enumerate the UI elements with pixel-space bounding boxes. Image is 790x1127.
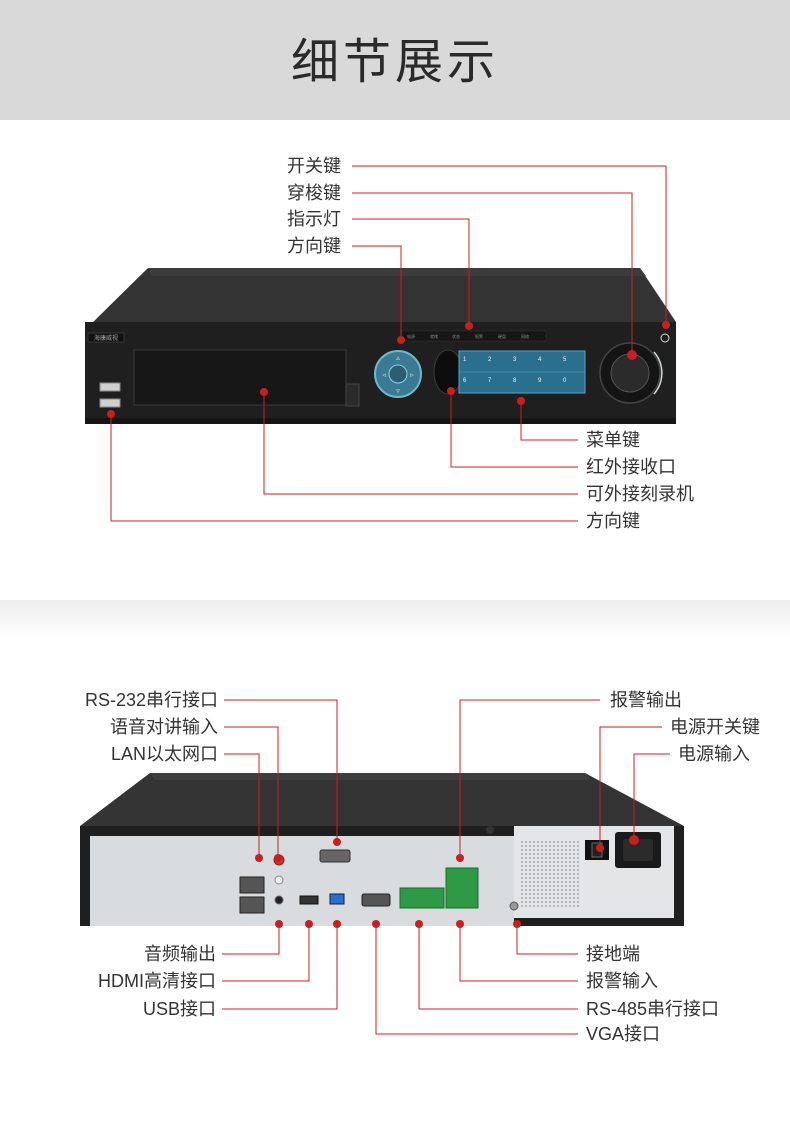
label-lan-port: LAN以太网口 [110, 744, 218, 764]
label-hdmi-port: HDMI高清接口 [98, 971, 216, 991]
label-external-burner: 可外接刻录机 [586, 484, 694, 504]
svg-text:0: 0 [563, 378, 567, 384]
callout-lines [110, 165, 670, 1035]
svg-text:▹: ▹ [410, 372, 414, 379]
svg-text:3: 3 [513, 357, 517, 363]
label-rs232-port: RS-232串行接口 [84, 690, 218, 710]
rear-device-top [80, 773, 684, 826]
dvd-tray [133, 349, 347, 406]
label-power-input: 电源输入 [678, 744, 750, 764]
callout-dots [107, 321, 670, 928]
label-ground: 接地端 [586, 944, 640, 964]
svg-text:▿: ▿ [396, 388, 400, 395]
label-indicator-light: 指示灯 [287, 209, 341, 229]
page-title: 细节展示 [290, 36, 499, 89]
label-alarm-out: 报警输出 [610, 690, 682, 710]
label-vga-port: VGA接口 [586, 1024, 661, 1044]
svg-text:6: 6 [463, 378, 467, 384]
svg-text:电源: 电源 [407, 333, 415, 339]
svg-text:状态: 状态 [452, 333, 460, 339]
front-device: 海康威视 电源 就绪 状态 报警 硬盘 网络 ▵ ▿ ◃ ▹ 1 2 3 4 5 [85, 268, 676, 424]
svg-text:7: 7 [488, 378, 492, 384]
lan-port-2 [239, 876, 265, 894]
svg-text:▵: ▵ [396, 355, 400, 362]
audio-out-jack [274, 895, 284, 905]
label-alarm-in: 报警输入 [586, 971, 658, 991]
logo-badge [87, 332, 125, 343]
label-jog-shuttle-key: 穿梭键 [287, 183, 341, 203]
power-button [660, 333, 670, 343]
svg-text:报警: 报警 [475, 333, 483, 339]
label-audio-talk-in: 语音对讲输入 [110, 717, 218, 737]
usb-connector [329, 893, 345, 905]
label-direction-key: 方向键 [287, 236, 341, 256]
label-power-switch: 电源开关键 [670, 717, 760, 737]
lan-port-1 [239, 896, 265, 914]
header-bar: 细节展示 [0, 0, 790, 120]
usb-port-front-2 [99, 398, 121, 408]
svg-text:9: 9 [538, 378, 542, 384]
rs485-terminal [399, 887, 445, 909]
logo-text: 海康威视 [94, 334, 118, 342]
svg-text:4: 4 [538, 357, 542, 363]
rear-vent [520, 840, 580, 908]
label-power-key: 开关键 [287, 156, 341, 176]
label-audio-out: 音频输出 [144, 944, 216, 964]
label-direction-key-2: 方向键 [586, 511, 640, 531]
keypad-keys: 1 2 3 4 5 6 7 8 9 0 [463, 357, 567, 384]
ground-screw [509, 901, 519, 911]
svg-text:2: 2 [488, 357, 492, 363]
svg-text:8: 8 [513, 378, 517, 384]
label-rs485-port: RS-485串行接口 [586, 999, 720, 1019]
usb-port-front-1 [99, 382, 121, 392]
label-ir-receiver: 红外接收口 [586, 457, 676, 477]
svg-text:硬盘: 硬盘 [498, 333, 506, 339]
svg-text:5: 5 [563, 357, 567, 363]
svg-text:就绪: 就绪 [430, 333, 438, 339]
ir-window [433, 349, 463, 395]
svg-text:1: 1 [463, 357, 467, 363]
alarm-terminal [445, 867, 479, 909]
section-divider [0, 600, 790, 640]
label-menu-key: 菜单键 [586, 430, 640, 450]
rear-panel-left [90, 836, 514, 926]
hdmi-connector [299, 895, 319, 905]
indicator-strip [401, 330, 547, 342]
svg-text:◃: ◃ [382, 372, 386, 379]
svg-text:网络: 网络 [521, 333, 529, 339]
rear-device [80, 773, 684, 926]
rs232-connector [319, 849, 351, 863]
vga-connector [361, 893, 391, 907]
front-device-top [85, 268, 676, 330]
label-usb-port: USB接口 [142, 999, 216, 1019]
